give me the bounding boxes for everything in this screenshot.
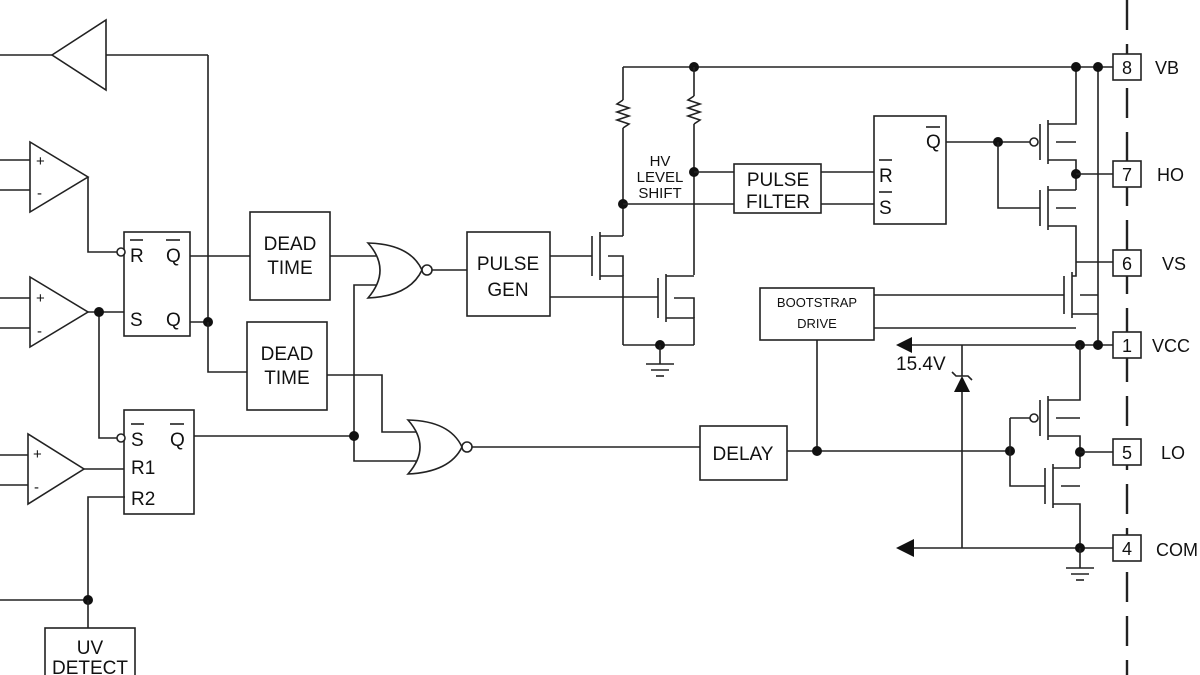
svg-text:R: R — [879, 166, 893, 187]
pin-8-vb: 8 VB — [1112, 53, 1179, 81]
svg-text:S: S — [879, 198, 892, 219]
svg-text:R2: R2 — [131, 489, 155, 510]
svg-text:TIME: TIME — [267, 258, 312, 279]
flip-flop-2: S Q R1 R2 — [116, 409, 195, 515]
comparator-1: + - — [0, 140, 119, 253]
svg-text:+: + — [36, 153, 45, 170]
pin-7-ho: 7 HO — [1112, 160, 1184, 188]
svg-text:1: 1 — [1122, 336, 1132, 356]
uv-detect-block: UV DETECT — [44, 627, 136, 675]
svg-text:R1: R1 — [131, 458, 155, 479]
output-buffer — [0, 18, 209, 322]
svg-text:DELAY: DELAY — [713, 444, 774, 465]
svg-text:Q: Q — [926, 132, 941, 153]
svg-text:TIME: TIME — [264, 368, 309, 389]
pin-5-lo: 5 LO — [1112, 438, 1185, 466]
svg-text:-: - — [37, 323, 42, 340]
svg-text:LO: LO — [1161, 443, 1185, 463]
svg-text:PULSE: PULSE — [477, 254, 539, 275]
svg-text:Q: Q — [166, 310, 181, 331]
svg-text:7: 7 — [1122, 165, 1132, 185]
svg-text:-: - — [34, 479, 39, 496]
svg-text:BOOTSTRAP: BOOTSTRAP — [777, 295, 857, 310]
flip-flop-1: R Q S Q — [116, 231, 191, 337]
svg-text:8: 8 — [1122, 58, 1132, 78]
high-side-driver — [1029, 62, 1113, 345]
svg-text:6: 6 — [1122, 254, 1132, 274]
zener-diode — [951, 345, 973, 548]
pulse-filter-block: PULSE FILTER — [733, 163, 822, 214]
pin-1-vcc: 1 VCC — [1112, 331, 1190, 359]
svg-text:S: S — [131, 430, 144, 451]
svg-text:VS: VS — [1162, 254, 1186, 274]
svg-text:DEAD: DEAD — [264, 234, 317, 255]
svg-text:DRIVE: DRIVE — [797, 316, 837, 331]
svg-text:Q: Q — [170, 430, 185, 451]
svg-text:FILTER: FILTER — [746, 192, 810, 213]
svg-text:GEN: GEN — [487, 280, 528, 301]
svg-text:PULSE: PULSE — [747, 170, 809, 191]
nor-gate-2 — [406, 419, 700, 475]
svg-text:R: R — [130, 246, 144, 267]
dead-time-block-2: DEAD TIME — [246, 321, 328, 411]
svg-text:Q: Q — [166, 246, 181, 267]
dead-time-block-1: DEAD TIME — [249, 211, 331, 301]
svg-text:15.4V: 15.4V — [896, 354, 946, 375]
flip-flop-3: R S Q — [873, 115, 947, 225]
svg-text:HV: HV — [650, 153, 671, 170]
svg-text:DETECT: DETECT — [52, 658, 128, 675]
svg-text:5: 5 — [1122, 443, 1132, 463]
svg-text:S: S — [130, 310, 143, 331]
svg-text:4: 4 — [1122, 539, 1132, 559]
pin-6-vs: 6 VS — [1112, 249, 1186, 277]
svg-text:VCC: VCC — [1152, 336, 1190, 356]
low-side-driver — [1009, 345, 1113, 548]
svg-text:-: - — [37, 185, 42, 202]
svg-text:DEAD: DEAD — [261, 344, 314, 365]
comparator-3: + - — [0, 432, 125, 506]
svg-text:SHIFT: SHIFT — [638, 185, 681, 202]
svg-text:UV: UV — [77, 638, 104, 659]
svg-text:+: + — [36, 290, 45, 307]
svg-text:HO: HO — [1157, 165, 1184, 185]
svg-text:+: + — [33, 446, 42, 463]
hv-level-shift: HV LEVEL SHIFT — [591, 62, 1113, 377]
pin-4-com: 4 COM — [1112, 534, 1198, 562]
delay-block: DELAY — [699, 425, 788, 481]
svg-text:COM: COM — [1156, 540, 1198, 560]
bootstrap-drive-block: BOOTSTRAP DRIVE — [759, 287, 875, 341]
comparator-2: + - — [0, 275, 125, 439]
svg-text:LEVEL: LEVEL — [637, 169, 684, 186]
pulse-gen-block: PULSE GEN — [466, 231, 551, 317]
nor-gate-1 — [366, 242, 467, 299]
svg-text:VB: VB — [1155, 58, 1179, 78]
